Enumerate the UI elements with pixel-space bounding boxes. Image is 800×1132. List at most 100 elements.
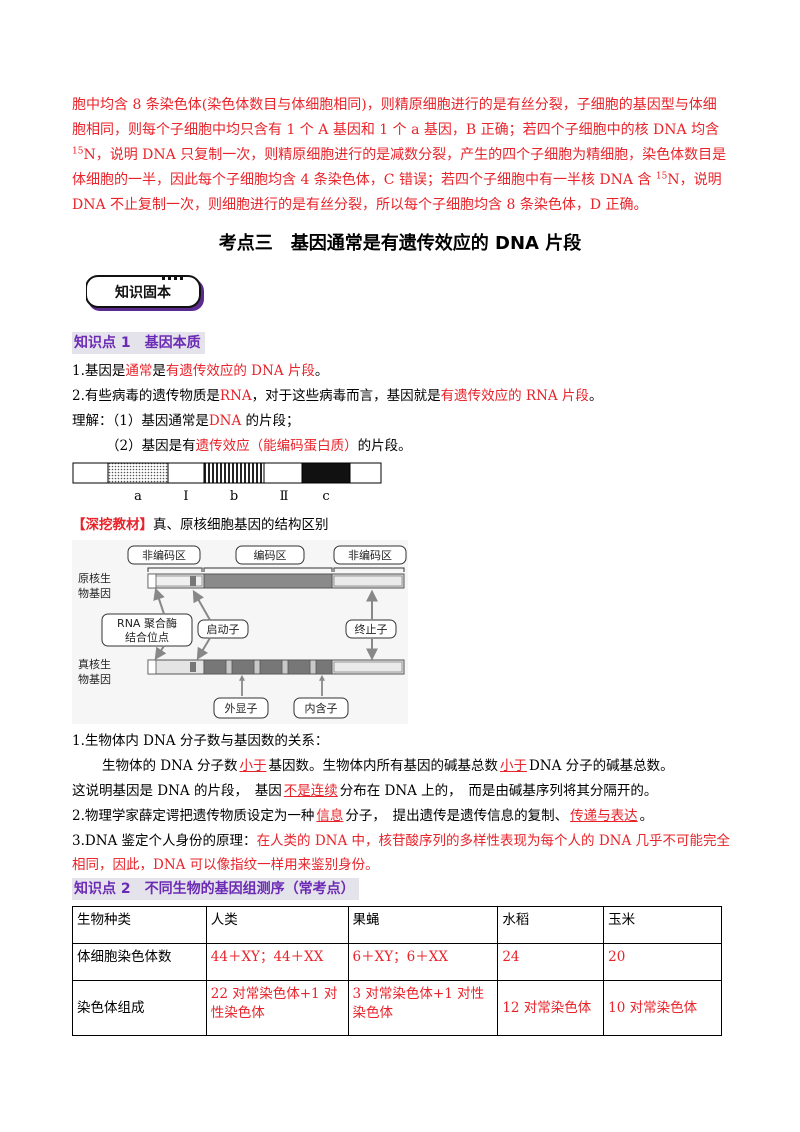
exon-block (231, 659, 255, 675)
fill-blank: 信息 (316, 808, 344, 824)
table-cell: 生物种类 (72, 906, 207, 944)
relation-line-2: 这说明基因是 DNA 的片段， 基因不是连续分布在 DNA 上的， 而是由碱基序… (72, 781, 657, 801)
exon-block (203, 659, 227, 675)
gene-label-b: b (230, 489, 238, 504)
superscript: 15 (655, 171, 668, 182)
prokaryote-label-2: 物基因 (78, 586, 111, 600)
text: 2.有些病毒的遗传物质是 (72, 388, 220, 404)
genome-table: 生物种类 人类 果蝇 水稻 玉米 体细胞染色体数 44＋XY；44＋XX 6＋X… (72, 906, 722, 1036)
relation-line-3: 2.物理学家薛定谔把遗传物质设定为一种信息分子， 提出遗传是遗传信息的复制、传递… (72, 806, 653, 826)
text: 这说明基因是 DNA 的片段， 基因 (72, 783, 282, 799)
badge-label: 知识固本 (115, 284, 172, 301)
text: 的片段； (241, 413, 300, 429)
fill-blank: 传递与表达 (570, 808, 638, 824)
terminator-label: 终止子 (355, 622, 388, 636)
answer: 在人类的 DNA 中，核苷酸序列的多样性表现为每个人的 DNA 几乎不可能完全 (256, 833, 730, 849)
gene-label-c: c (322, 489, 329, 504)
coding-label: 编码区 (254, 548, 287, 562)
intro-line-4: 体细胞的一半，因此每个子细胞均含 4 条染色体，C 错误；若四个子细胞中有一半核… (72, 168, 732, 193)
exon-block (259, 659, 283, 675)
table-row: 生物种类 人类 果蝇 水稻 玉米 (72, 906, 722, 944)
table-cell: 10 对常染色体 (603, 980, 722, 1036)
answer: 通常 (125, 363, 153, 379)
knowledge-badge: 知识固本 (86, 275, 204, 311)
section-title: 考点三 基因通常是有遗传效应的 DNA 片段 (218, 233, 582, 254)
table-cell: 玉米 (603, 906, 722, 944)
text: 1.基因是 (72, 363, 126, 379)
kp1-item2: 2.有些病毒的遗传物质是RNA，对于这些病毒而言，基因就是有遗传效应的 RNA … (72, 386, 602, 406)
intro-line-1: 胞中均含 8 条染色体(染色体数目与体细胞相同)，则精原细胞进行的是有丝分裂，子… (72, 97, 717, 113)
gene-label-II: Ⅱ (280, 489, 289, 504)
kp2-heading: 知识点 2 不同生物的基因组测序（常考点） (72, 878, 359, 900)
deep-dig-tag: 【深挖教材】 (72, 517, 153, 533)
exon-label: 外显子 (225, 702, 258, 715)
answer: 相同，因此，DNA 可以像指纹一样用来鉴别身份。 (72, 857, 379, 873)
table-cell: 果蝇 (347, 906, 499, 944)
deep-dig-line: 【深挖教材】真、原核细胞基因的结构区别 (72, 515, 329, 535)
noncoding-right-label: 非编码区 (348, 548, 392, 562)
gene-segment-c (301, 462, 351, 484)
exon-block (287, 659, 311, 675)
table-cell: 44＋XY；44＋XX (205, 943, 349, 981)
intro-line-4-a: 体细胞的一半，因此每个子细胞均含 4 条染色体，C 错误；若四个子细胞中有一半核… (72, 172, 656, 188)
text: ，对于这些病毒而言，基因就是 (251, 388, 441, 404)
gene-strip-diagram: a Ⅰ b Ⅱ c (72, 462, 382, 504)
noncoding-left-label: 非编码区 (142, 548, 186, 562)
table-cell: 12 对常染色体 (497, 980, 605, 1036)
fill-blank: 不是连续 (283, 783, 338, 799)
superscript: 15 (72, 146, 84, 157)
kp1-understand-2: （2）基因是有遗传效应（能编码蛋白质）的片段。 (106, 436, 412, 456)
text: DNA 分子的碱基总数。 (528, 758, 674, 774)
rna-polymerase-label-1: RNA 聚合酶 (117, 616, 177, 630)
table-row: 体细胞染色体数 44＋XY；44＋XX 6＋XY；6＋XX 24 20 (72, 943, 722, 981)
text: 分子， 提出遗传是遗传信息的复制、 (345, 808, 569, 824)
table-cell: 人类 (205, 906, 349, 944)
table-cell: 22 对常染色体+1 对性染色体 (205, 980, 349, 1036)
gene-segment-b (203, 462, 265, 484)
intro-paragraph: 胞中均含 8 条染色体(染色体数目与体细胞相同)，则精原细胞进行的是有丝分裂，子… (72, 93, 732, 218)
text: 。 (314, 363, 329, 379)
text: 3.DNA 鉴定个人身份的原理： (72, 833, 257, 849)
intro-line-3: 15N，说明 DNA 只复制一次，则精原细胞进行的是减数分裂，产生的四个子细胞为… (72, 143, 732, 168)
answer: 有遗传效应的 RNA 片段 (440, 388, 589, 404)
table-cell: 3 对常染色体+1 对性染色体 (347, 980, 499, 1036)
prokaryote-label-1: 原核生 (78, 571, 111, 585)
answer: 遗传效应（能编码蛋白质） (195, 438, 358, 454)
kp1-heading: 知识点 1 基因本质 (72, 332, 205, 354)
answer: 有遗传效应的 DNA 片段 (165, 363, 315, 379)
relation-line-4: 3.DNA 鉴定个人身份的原理：在人类的 DNA 中，核苷酸序列的多样性表现为每… (72, 831, 730, 851)
table-cell: 24 (497, 943, 605, 981)
relation-heading: 1.生物体内 DNA 分子数与基因数的关系： (72, 733, 329, 749)
gene-label-I: Ⅰ (183, 489, 188, 504)
fill-blank: 小于 (239, 758, 267, 774)
text: 生物体的 DNA 分子数 (102, 758, 238, 774)
text: 2.物理学家薛定谔把遗传物质设定为一种 (72, 808, 315, 824)
table-row: 染色体组成 22 对常染色体+1 对性染色体 3 对常染色体+1 对性染色体 1… (72, 980, 722, 1036)
eukaryote-label-1: 真核生 (78, 657, 111, 671)
intro-line-3-text: N，说明 DNA 只复制一次，则精原细胞进行的是减数分裂，产生的四个子细胞为精细… (83, 147, 727, 163)
table-cell: 水稻 (497, 906, 605, 944)
intro-line-2: 胞相同，则每个子细胞中均只含有 1 个 A 基因和 1 个 a 基因，B 正确；… (72, 122, 720, 138)
table-cell: 6＋XY；6＋XX (347, 943, 499, 981)
gene-structure-diagram: 非编码区 编码区 非编码区 原核生 物基因 RNA 聚合酶 结合位点 启动子 终… (72, 540, 408, 724)
exon-block (315, 659, 333, 675)
gene-segment-a (107, 462, 169, 484)
kp1-understand-1: 理解：（1）基因通常是DNA 的片段； (72, 411, 300, 431)
kp1-item1: 1.基因是通常是有遗传效应的 DNA 片段。 (72, 361, 328, 381)
intro-line-5: DNA 不止复制一次，则细胞进行的是有丝分裂，所以每个子细胞均含 8 条染色体，… (72, 197, 648, 213)
text: 理解：（1）基因通常是 (72, 413, 209, 429)
text: 是 (152, 363, 166, 379)
text: 。 (639, 808, 654, 824)
text: 分布在 DNA 上的， 而是由碱基序列将其分隔开的。 (339, 783, 658, 799)
table-cell: 20 (603, 943, 722, 981)
text: 。 (588, 388, 603, 404)
deep-dig-text: 真、原核细胞基因的结构区别 (153, 517, 329, 533)
eukaryote-label-2: 物基因 (78, 672, 111, 686)
promoter-label: 启动子 (207, 623, 240, 636)
rna-polymerase-label-2: 结合位点 (125, 630, 169, 644)
gene-label-a: a (134, 489, 142, 504)
fill-blank: 小于 (499, 758, 527, 774)
table-cell: 染色体组成 (72, 980, 207, 1036)
prokaryote-coding-region (203, 573, 333, 589)
